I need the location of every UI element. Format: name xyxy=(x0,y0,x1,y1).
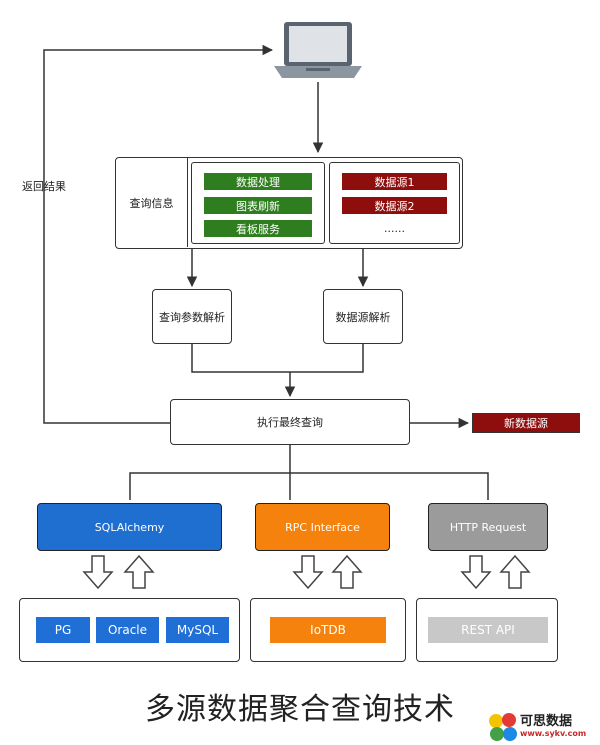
target-mysql: MySQL xyxy=(166,617,229,643)
watermark-name: 可思数据 xyxy=(520,714,573,729)
hollow-arrows xyxy=(82,554,531,590)
query-item-chart-refresh: 图表刷新 xyxy=(204,197,312,214)
datasource-parse-box: 数据源解析 xyxy=(323,289,403,344)
http-request-connector: HTTP Request xyxy=(428,503,548,551)
down-arrow-http xyxy=(460,555,492,590)
datasource-item-2: 数据源2 xyxy=(342,197,447,214)
sqlalchemy-targets: PG Oracle MySQL xyxy=(19,598,240,662)
branch-horizontal xyxy=(129,472,489,500)
rpc-targets: IoTDB xyxy=(250,598,406,662)
target-rest-api: REST API xyxy=(428,617,548,643)
up-arrow-http xyxy=(499,554,531,589)
query-item-dashboard-service: 看板服务 xyxy=(204,220,312,237)
target-iotdb: IoTDB xyxy=(270,617,386,643)
param-parse-box: 查询参数解析 xyxy=(152,289,232,344)
query-info-label: 查询信息 xyxy=(116,158,188,247)
target-oracle: Oracle xyxy=(96,617,159,643)
merge-line xyxy=(191,344,364,373)
up-arrow-sqlalchemy xyxy=(123,554,155,589)
down-arrow-rpc xyxy=(292,555,324,590)
arrow-return-loop xyxy=(43,44,274,424)
watermark-url: www.sykv.com xyxy=(520,729,587,738)
http-targets: REST API xyxy=(416,598,558,662)
watermark-logo: 可思数据 www.sykv.com xyxy=(486,710,598,744)
new-datasource-box: 新数据源 xyxy=(472,413,580,433)
query-item-data-processing: 数据处理 xyxy=(204,173,312,190)
execute-query-box: 执行最终查询 xyxy=(170,399,410,445)
datasource-item-1: 数据源1 xyxy=(342,173,447,190)
colorful-logo-icon xyxy=(489,713,517,741)
laptop-icon xyxy=(274,22,362,78)
query-info-panel: 查询信息 数据处理 图表刷新 看板服务 数据源1 数据源2 ...... xyxy=(115,157,463,249)
target-pg: PG xyxy=(36,617,90,643)
up-arrow-rpc xyxy=(331,554,363,589)
datasource-items-group: 数据源1 数据源2 ...... xyxy=(329,162,460,244)
query-items-group: 数据处理 图表刷新 看板服务 xyxy=(191,162,325,244)
down-arrow-sqlalchemy xyxy=(82,555,114,590)
rpc-interface-connector: RPC Interface xyxy=(255,503,390,551)
sqlalchemy-connector: SQLAlchemy xyxy=(37,503,222,551)
diagram-title: 多源数据聚合查询技术 xyxy=(145,692,455,727)
return-results-label: 返回结果 xyxy=(22,180,66,193)
datasource-more: ...... xyxy=(384,222,405,235)
